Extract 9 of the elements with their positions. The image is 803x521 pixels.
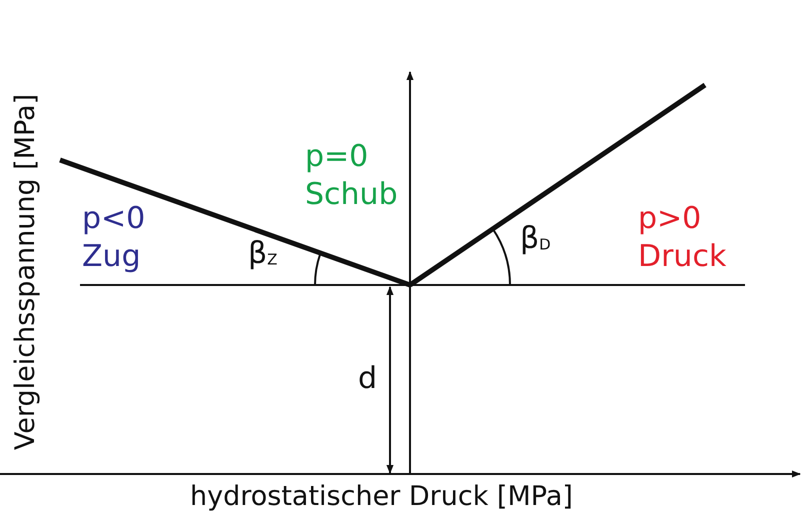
axis-title: Vergleichsspannung [MPa] <box>11 94 41 450</box>
region-label: p=0 <box>305 140 368 173</box>
region-label: p<0 <box>82 202 146 235</box>
region-label: Schub <box>305 178 398 211</box>
region-label: Zug <box>82 240 141 273</box>
region-label: p>0 <box>638 202 702 235</box>
axis-title: hydrostatischer Druck [MPa] <box>190 482 573 512</box>
dimension-label: d <box>358 362 378 395</box>
region-label: Druck <box>638 240 726 273</box>
